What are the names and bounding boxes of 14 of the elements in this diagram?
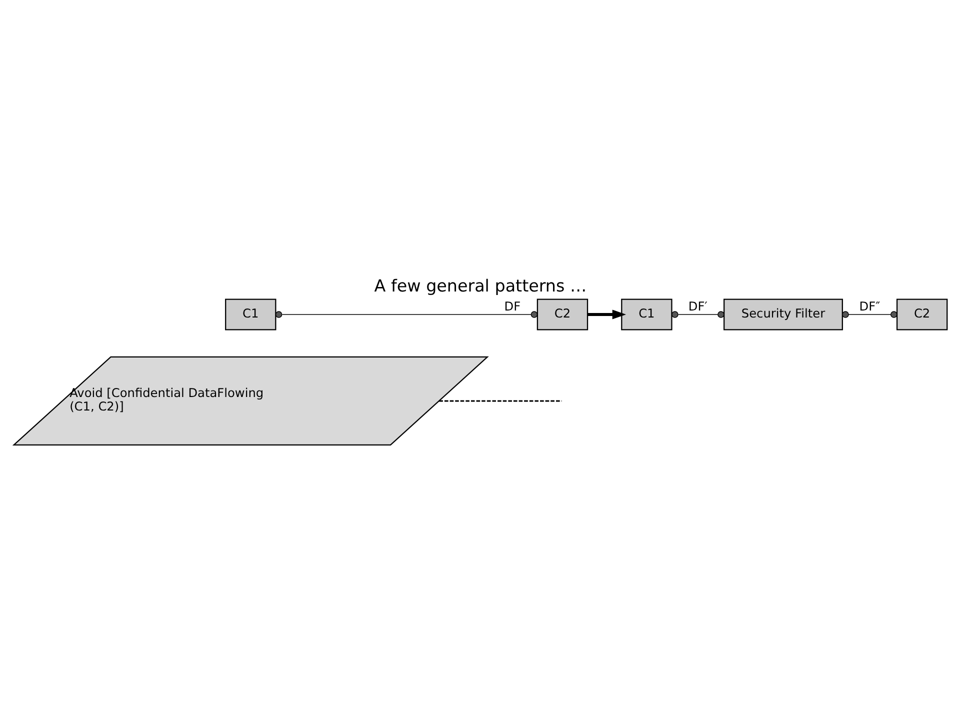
arrow — [587, 309, 626, 319]
edge-label: DF — [504, 299, 520, 314]
connector — [842, 310, 897, 318]
connector — [438, 400, 562, 402]
edge-label: DF″ — [858, 299, 880, 314]
node-box: Security Filter — [723, 298, 842, 330]
node-box: C1 — [620, 298, 672, 330]
node-box: C1 — [224, 298, 276, 330]
node-box: C2 — [536, 298, 588, 330]
diagram-title: A few general patterns … — [374, 276, 586, 295]
connector — [671, 310, 724, 318]
connector — [274, 310, 538, 318]
edge-label: DF′ — [688, 299, 707, 314]
node-box: C2 — [896, 298, 948, 330]
